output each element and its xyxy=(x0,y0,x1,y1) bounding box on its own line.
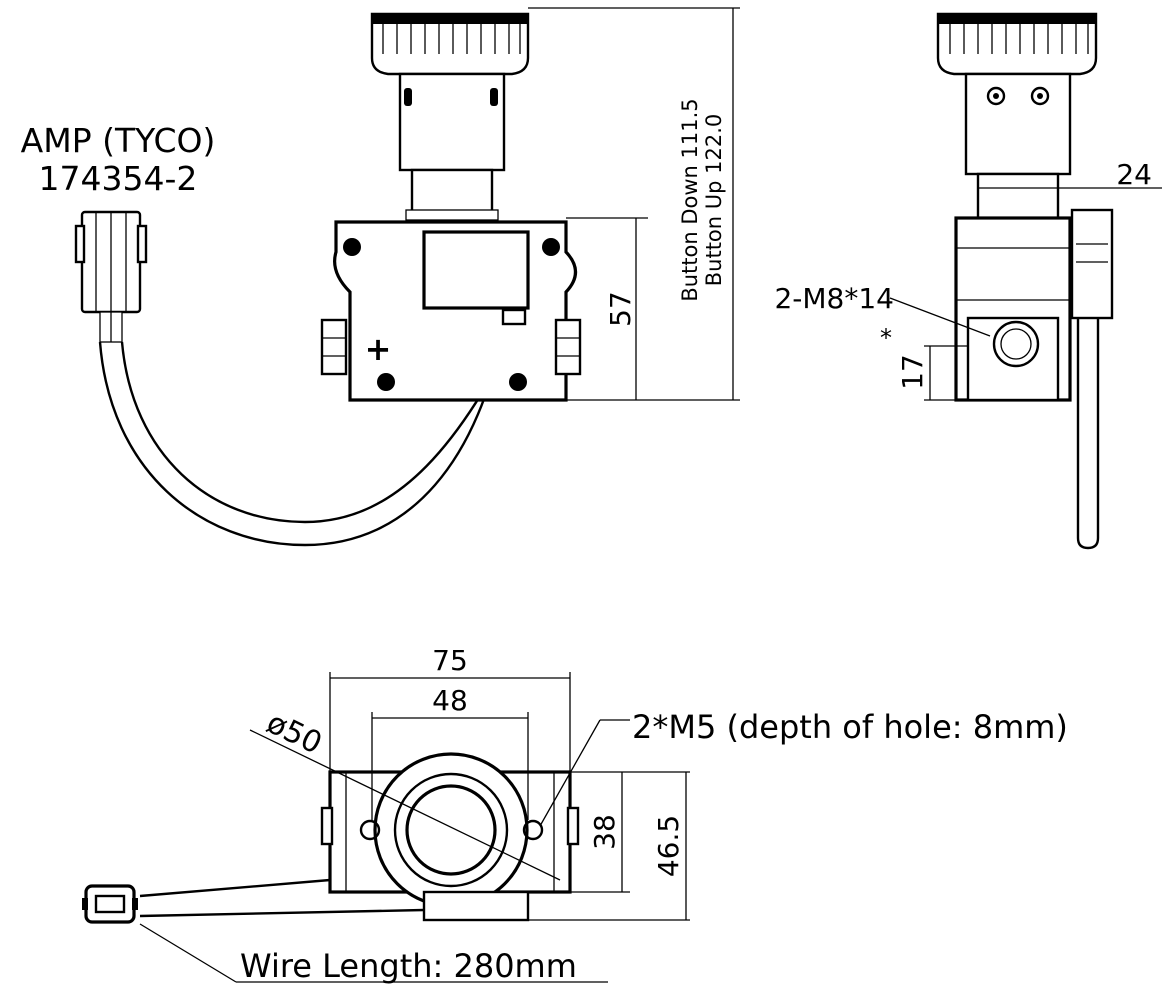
front-view xyxy=(320,12,582,402)
height-button-down: Button Down 111.5 xyxy=(678,98,702,301)
side-view-dimensions xyxy=(889,180,1162,401)
hole-spacing-dimension: 48 xyxy=(432,684,468,717)
body-height-dimension: 57 xyxy=(604,291,637,327)
side-view xyxy=(936,12,1114,550)
inner-depth-dimension: 38 xyxy=(588,814,621,850)
mount-thread-label: 2-M8*14 xyxy=(774,282,894,315)
polarity-mark: + xyxy=(365,330,392,368)
overall-depth-dimension: 46.5 xyxy=(652,815,685,877)
height-button-up: Button Up 122.0 xyxy=(702,114,726,287)
front-view-dimensions xyxy=(528,7,740,401)
bottom-view-dimensions xyxy=(139,672,690,983)
mount-height-dimension: 17 xyxy=(896,354,929,390)
cable-front-view xyxy=(98,319,524,547)
diameter-dimension: ø50 xyxy=(261,705,327,761)
wire-length-label: Wire Length: 280mm xyxy=(240,947,577,985)
hole-note: 2*M5 (depth of hole: 8mm) xyxy=(632,708,1068,746)
connector-label-line1: AMP (TYCO) xyxy=(21,121,216,160)
asterisk-mark: * xyxy=(880,324,892,352)
connector-plug xyxy=(74,210,148,343)
bottom-view xyxy=(82,752,580,924)
stem-width-dimension: 24 xyxy=(1116,158,1152,191)
connector-label-line2: 174354-2 xyxy=(39,159,198,198)
overall-width-dimension: 75 xyxy=(432,644,468,677)
